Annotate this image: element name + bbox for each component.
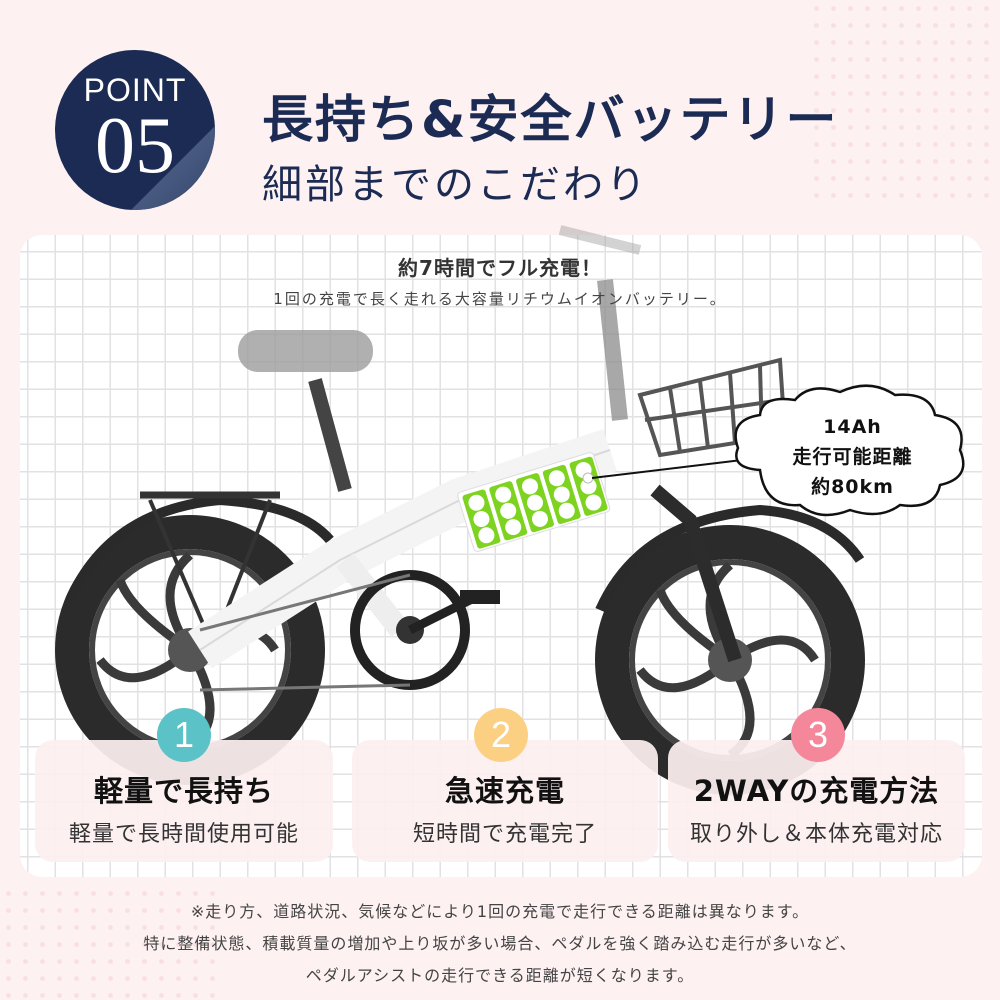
point-badge: POINT 05 bbox=[55, 50, 215, 210]
capacity-text: 14Ah bbox=[823, 416, 882, 438]
charge-description: 1回の充電で長く走れる大容量リチウムイオンバッテリー。 bbox=[273, 290, 727, 308]
battery-icon bbox=[457, 452, 611, 552]
range-label: 走行可能距離 bbox=[792, 446, 913, 468]
cloud-callout-icon bbox=[734, 384, 965, 517]
badge-number: 05 bbox=[95, 102, 175, 190]
feature-subtitle: 短時間で充電完了 bbox=[412, 822, 597, 847]
footnote-line-2: 特に整備状態、積載質量の増加や上り坂が多い場合、ペダルを強く踏み込む走行が多いな… bbox=[143, 934, 857, 953]
page-title: 長持ち&安全バッテリー bbox=[262, 91, 839, 150]
feature-1-number-badge: 1 bbox=[157, 708, 211, 762]
feature-title: 急速充電 bbox=[444, 774, 565, 808]
footnote-line-3: ペダルアシストの走行できる距離が短くなります。 bbox=[305, 966, 695, 985]
feature-2-number-badge: 2 bbox=[474, 708, 528, 762]
feature-3-number-badge: 3 bbox=[791, 708, 845, 762]
badge-label: POINT bbox=[83, 72, 187, 108]
page-subtitle: 細部までのこだわり bbox=[262, 162, 649, 208]
footnote-line-1: ※走り方、道路状況、気候などにより1回の充電で走行できる距離は異なります。 bbox=[190, 902, 810, 921]
charge-headline: 約7時間でフル充電！ bbox=[398, 256, 602, 280]
feature-subtitle: 軽量で長時間使用可能 bbox=[68, 822, 299, 847]
feature-title: 2WAYの充電方法 bbox=[693, 774, 940, 808]
dot-pattern-top-right bbox=[808, 0, 1000, 210]
feature-subtitle: 取り外し＆本体充電対応 bbox=[689, 822, 943, 847]
battery-spec-callout: 14Ah 走行可能距離 約80km bbox=[735, 412, 970, 502]
dot-pattern-bottom-left bbox=[0, 885, 220, 1000]
feature-title: 軽量で長持ち bbox=[93, 774, 274, 808]
range-value: 約80km bbox=[811, 476, 894, 498]
